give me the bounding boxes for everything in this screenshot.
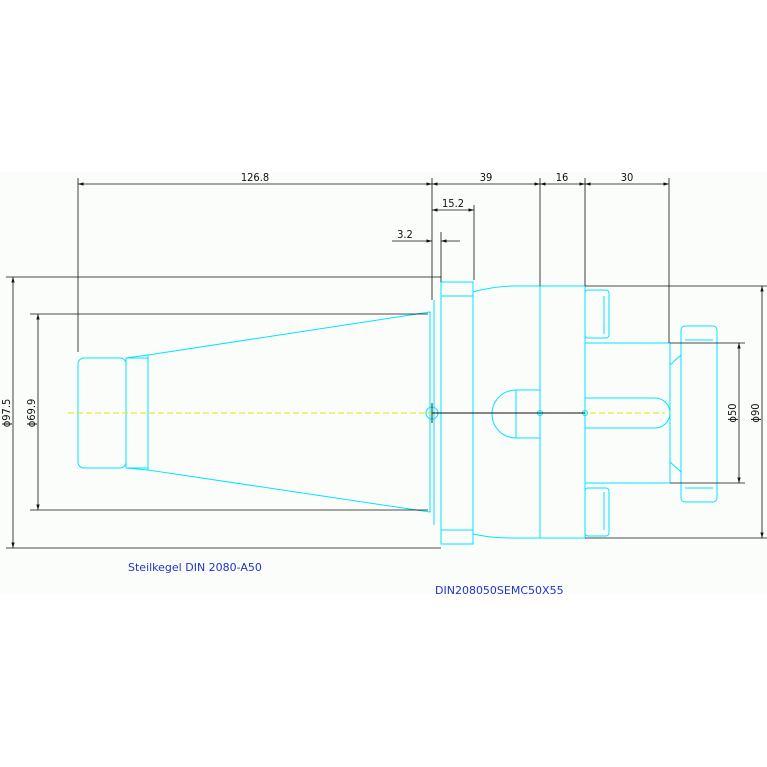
dim-diameter-97-5: ϕ97.5 <box>0 399 13 428</box>
drive-lug-bottom <box>584 487 610 537</box>
dim-diameter-69-9: ϕ69.9 <box>25 399 38 428</box>
body-inner <box>515 389 541 439</box>
dim-length-30: 30 <box>621 171 634 184</box>
dim-length-16: 16 <box>556 171 569 184</box>
dim-length-39: 39 <box>480 171 493 184</box>
taper-caption: Steilkegel DIN 2080-A50 <box>128 561 262 574</box>
dim-diameter-50: ϕ50 <box>726 403 739 422</box>
extension-lines <box>6 178 767 549</box>
dim-length-3-2: 3.2 <box>397 228 413 241</box>
part-number-caption: DIN208050SEMC50X55 <box>435 584 564 597</box>
neck <box>472 285 540 539</box>
dim-length-15-2: 15.2 <box>442 197 464 210</box>
drive-lug-top <box>584 289 610 339</box>
drawing-sheet <box>0 172 767 594</box>
dimension-lines <box>11 182 764 548</box>
clamp-nut <box>680 325 718 503</box>
dim-total-length: 126.8 <box>241 171 269 184</box>
dim-diameter-90: ϕ90 <box>749 403 762 422</box>
part-outline <box>77 281 718 545</box>
